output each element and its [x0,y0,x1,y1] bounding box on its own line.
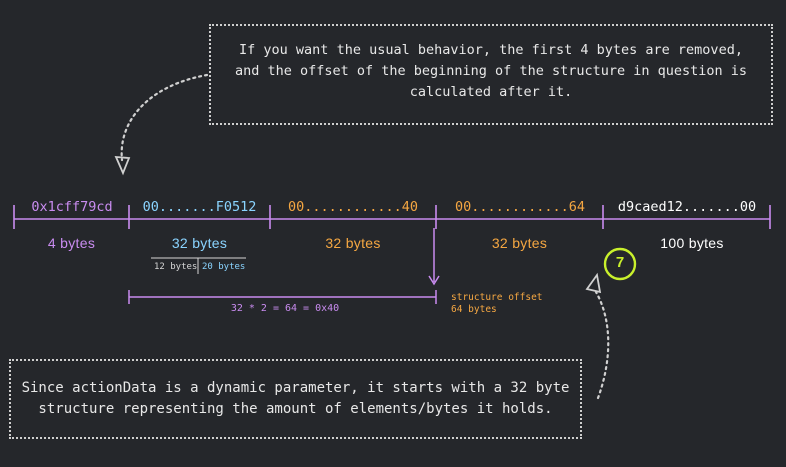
arrow-top-curve [120,73,209,162]
sub-split-lines [151,257,246,274]
badge-circle [603,247,637,281]
structure-offset-value: 64 bytes [451,304,497,315]
segment-value-5: d9caed12.......00 [617,199,757,215]
segment-value-4: 00............64 [454,199,586,215]
step-badge: 7 [615,254,625,271]
arrow-bottom-curve [594,290,610,400]
segment-size-2: 32 bytes [171,235,228,251]
segment-size-1: 4 bytes [47,235,96,251]
offset-formula: 32 * 2 = 64 = 0x40 [230,303,340,314]
note-top: If you want the usual behavior, the firs… [209,24,773,125]
note-bottom: Since actionData is a dynamic parameter,… [9,359,582,439]
segment-size-3: 32 bytes [325,235,381,251]
arrow-top-head [114,155,131,176]
segment-size-4: 32 bytes [491,235,548,251]
sub-split-right: 20 bytes [202,262,246,272]
segment-value-1: 0x1cff79cd [31,199,113,215]
offset-measure [128,290,437,304]
offset-arrow-head [428,275,440,286]
segment-bracket [13,205,771,229]
segment-size-5: 100 bytes [660,235,724,251]
arrow-bottom-head [585,272,602,294]
sub-split-left: 12 bytes [154,262,198,272]
segment-value-2: 00.......F0512 [142,199,257,215]
structure-offset-label: structure offset [451,292,543,303]
segment-value-3: 00............40 [287,199,419,215]
